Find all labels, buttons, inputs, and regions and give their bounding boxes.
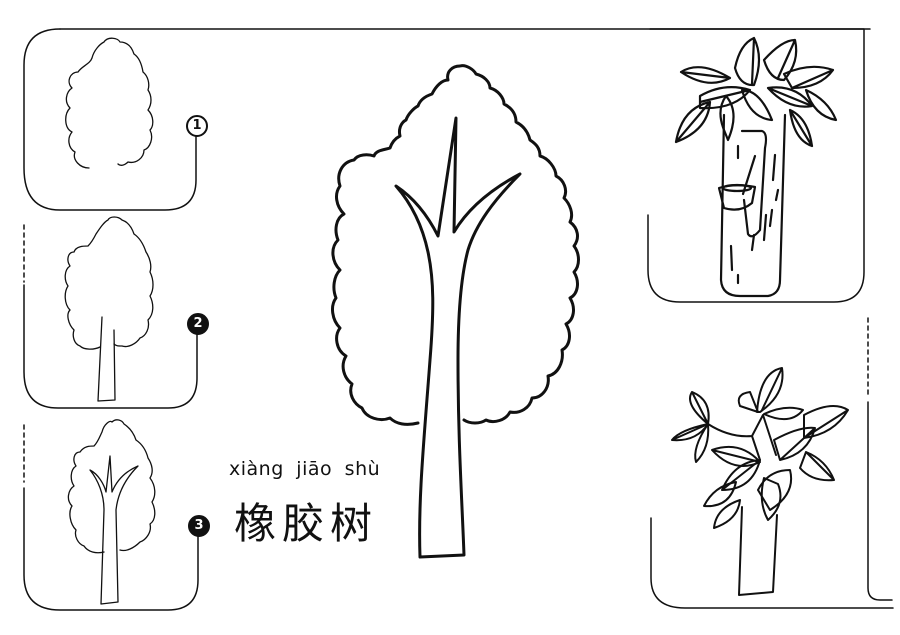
step-2-tree	[64, 216, 154, 402]
tapped-tree-frame	[647, 28, 865, 303]
step-2-frame	[23, 224, 198, 409]
main-rubber-tree	[331, 64, 580, 559]
step-1-number: 1	[192, 118, 202, 133]
main-tree-trunk-branches	[394, 116, 522, 559]
step-3-tree	[67, 419, 156, 605]
step-2-badge: 2	[187, 313, 209, 335]
title-hanzi: 橡胶树	[234, 499, 379, 548]
step-3-number: 3	[194, 518, 204, 533]
main-tree-canopy	[331, 64, 580, 426]
tapped-rubber-tree	[674, 36, 838, 298]
young-tree-frame	[650, 317, 894, 609]
title-pinyin: xiàng jiāo shù	[229, 458, 381, 480]
step-3-badge: 3	[188, 515, 210, 537]
step-2-number: 2	[193, 316, 203, 331]
young-rubber-tree	[671, 367, 849, 596]
step-1-canopy-outline	[65, 37, 154, 169]
step-1-frame	[23, 28, 197, 211]
step-3-frame	[23, 424, 199, 611]
step-1-badge: 1	[186, 115, 208, 137]
